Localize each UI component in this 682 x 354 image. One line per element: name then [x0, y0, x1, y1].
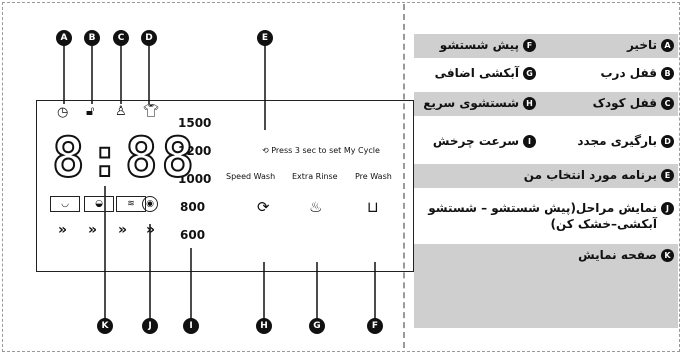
prewash-stage-icon: ◡ — [50, 196, 80, 212]
legend-text-i: سرعت چرخش — [432, 134, 519, 148]
display-panel — [36, 100, 414, 272]
legend-text-h: شستشوی سریع — [423, 96, 519, 110]
legend-marker-j: J — [661, 202, 674, 215]
marker-e: E — [257, 30, 273, 46]
my-cycle-hint-text: Press 3 sec to set My Cycle — [271, 146, 380, 155]
speed-1000: 1000 — [178, 172, 212, 186]
legend-item-c: C قفل کودک — [593, 96, 674, 110]
legend-row-2: B قفل درب G آبکشی اضافی — [414, 62, 678, 86]
delay-clock-icon: ◷ — [57, 105, 69, 120]
marker-j: J — [142, 318, 158, 334]
legend-text-e: برنامه مورد انتخاب من — [523, 168, 657, 182]
progress-chevron-1: » — [58, 222, 68, 238]
legend-text-f: پیش شستشو — [439, 38, 519, 52]
legend-row-4: D بارگیری مجدد I سرعت چرخش — [414, 130, 678, 154]
legend-marker-a: A — [661, 38, 674, 52]
extra-rinse-label: Extra Rinse — [292, 172, 338, 181]
legend-item-g: G آبکشی اضافی — [435, 66, 536, 80]
speed-800: 800 — [180, 200, 206, 214]
speed-600: 600 — [180, 228, 206, 242]
legend-marker-e: E — [661, 168, 674, 182]
door-lock-icon: 🔓︎ — [86, 104, 95, 119]
marker-k: K — [97, 318, 113, 334]
legend-marker-f: F — [523, 38, 536, 52]
legend-marker-c: C — [661, 96, 674, 110]
legend-row-6: J نمایش مراحل(پیش شستشو – شستشو آبکشی–خش… — [414, 196, 678, 238]
legend-text-j: نمایش مراحل(پیش شستشو – شستشو آبکشی–خشک … — [428, 201, 657, 231]
legend-marker-b: B — [661, 66, 674, 80]
legend-marker-k: K — [661, 248, 674, 262]
legend-item-h: H شستشوی سریع — [423, 96, 536, 110]
progress-chevron-4: » — [146, 222, 156, 238]
wash-stage-icon: ◒ — [84, 196, 114, 212]
legend-text-g: آبکشی اضافی — [434, 66, 519, 80]
legend-text-k: صفحه نمایش — [578, 248, 657, 262]
marker-i: I — [183, 318, 199, 334]
legend-row-1: A تاخیر F پیش شستشو — [414, 34, 678, 58]
legend-row-7: K صفحه نمایش — [414, 244, 678, 328]
speed-1500: 1500 — [178, 116, 212, 130]
pre-wash-label: Pre Wash — [355, 172, 392, 181]
legend-marker-i: I — [523, 134, 536, 148]
marker-a: A — [56, 30, 72, 46]
legend-item-b: B قفل درب — [600, 66, 674, 80]
spin-stage-icon: ◉ — [142, 196, 158, 212]
legend-item-f: F پیش شستشو — [440, 38, 536, 52]
add-laundry-shirt-icon: 👕︎ — [143, 104, 160, 119]
legend-item-k: K صفحه نمایش — [578, 248, 674, 262]
marker-d: D — [141, 30, 157, 46]
digit-display: 8:88 — [51, 126, 199, 189]
my-cycle-hint: ⟲ Press 3 sec to set My Cycle — [262, 146, 380, 155]
my-cycle-icon: ⟲ — [262, 146, 269, 155]
marker-f: F — [367, 318, 383, 334]
legend-row-3: C قفل کودک H شستشوی سریع — [414, 92, 678, 116]
legend-text-c: قفل کودک — [592, 96, 657, 110]
legend-row-5: E برنامه مورد انتخاب من — [414, 164, 678, 188]
pre-wash-icon[interactable]: ⊔ — [367, 198, 379, 216]
progress-chevron-2: » — [88, 222, 98, 238]
marker-c: C — [113, 30, 129, 46]
child-lock-icon: ♙ — [115, 104, 127, 119]
legend-item-j: J نمایش مراحل(پیش شستشو – شستشو آبکشی–خش… — [424, 200, 674, 232]
speed-wash-label: Speed Wash — [226, 172, 276, 181]
extra-rinse-icon[interactable]: ♨ — [309, 198, 323, 216]
marker-b: B — [84, 30, 100, 46]
legend-item-i: I سرعت چرخش — [433, 134, 536, 148]
legend-marker-d: D — [661, 134, 674, 148]
legend-text-b: قفل درب — [600, 66, 657, 80]
panel-divider — [403, 4, 405, 348]
marker-h: H — [256, 318, 272, 334]
legend-item-a: A تاخیر — [627, 38, 674, 52]
legend-item-d: D بارگیری مجدد — [577, 134, 674, 148]
speed-1200: 1200 — [178, 144, 212, 158]
legend-marker-g: G — [523, 66, 536, 80]
marker-g: G — [309, 318, 325, 334]
legend-item-e: E برنامه مورد انتخاب من — [524, 168, 674, 182]
speed-wash-icon[interactable]: ⟳ — [257, 198, 270, 216]
legend-text-a: تاخیر — [626, 38, 657, 52]
legend-text-d: بارگیری مجدد — [577, 134, 657, 148]
legend-marker-h: H — [523, 96, 536, 110]
progress-chevron-3: » — [118, 222, 128, 238]
